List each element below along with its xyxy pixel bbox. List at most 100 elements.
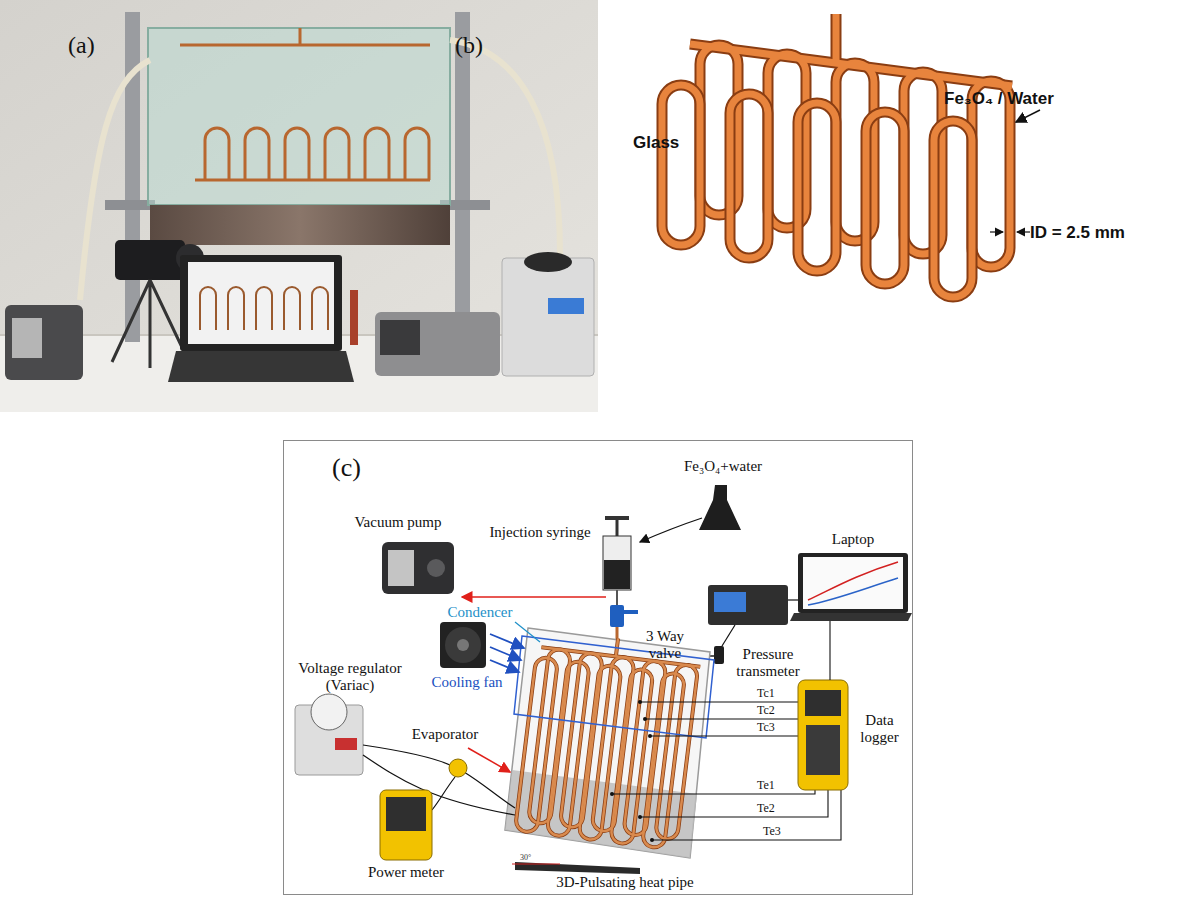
panel-label: (a) [68,32,95,59]
pump-face [388,550,414,586]
cooling-fan [440,622,486,668]
dimension-arrow [1017,231,1030,232]
dimension-label: ID = 2.5 mm [1030,223,1125,243]
signal-wire [829,621,830,680]
tube-outline [662,85,972,297]
syringe-fluid [604,560,630,589]
photo-laptop-screen [180,255,342,351]
pump-face [12,318,42,358]
photo-copper-tube [180,28,430,180]
leader-arrow [468,748,510,772]
meter-screen [386,797,426,831]
condenser-outline [514,636,714,738]
component-label: Fe₃O₄+water [668,458,778,475]
laptop-base [168,351,354,382]
component-label: Evaporator [405,726,485,743]
power-meter [380,790,432,860]
sensor-label: Tc2 [757,703,775,718]
variac-display [548,298,584,314]
component-label: Injection syringe [480,524,600,541]
current-clamp [449,759,467,777]
sensor-label: Te1 [757,778,775,793]
laptop-base [790,613,912,621]
pressure-display [708,585,788,625]
syringe-barrel [603,536,631,590]
sensor-point [648,734,652,738]
stand-post [455,12,470,342]
display-screen [714,592,746,612]
variac-knob [524,252,572,272]
screen-curve [808,562,898,600]
figure-caption-label: 3D-Pulsating heat pipe [535,874,715,891]
sensor-label: Te2 [757,801,775,816]
syringe-needle [616,590,618,606]
dimension-arrow [990,231,1003,232]
stand-post [125,12,140,342]
syringe-cap [605,516,629,520]
signal-wire [788,599,798,600]
sensor-point [610,792,614,796]
sensor-label: Tc3 [757,720,775,735]
photo-video-camera [375,312,500,376]
three-way-valve [610,605,624,627]
syringe-plunger [616,520,619,536]
component-label: Vacuum pump [343,514,453,531]
screen-loops [200,287,328,330]
component-label: Condencer [440,604,520,621]
pressure-transmitter [714,646,724,664]
fan-blades [445,627,481,663]
tube-body [690,14,1012,267]
leader-arrow [1016,110,1040,122]
fill-line [616,627,619,640]
screen-curve [808,578,898,605]
variac-knob [311,694,347,730]
angle-label: 30° [520,853,531,862]
clamp-wire [432,777,455,810]
component-label: 3 Way valve [640,628,690,662]
logger-keypad [806,725,840,775]
vacuum-line [462,596,606,598]
laptop-display [803,557,903,609]
leader-line [515,622,540,642]
sensor-point [650,838,654,842]
component-label: Power meter [351,864,461,881]
variac-display [335,738,357,750]
evaporator-block [150,205,450,245]
component-label: Data logger [852,712,907,746]
component-label: Laptop [818,531,888,548]
photo-variac [502,258,594,376]
panel-label: (b) [455,32,483,59]
panel-label: (c) [332,453,361,483]
glass-tank [148,28,450,205]
pour-arrow [640,518,702,542]
air-flow-arrow [490,660,519,672]
photo-copper-loops [205,128,429,180]
air-flow-arrow [490,647,521,660]
photo-camera [115,240,185,280]
data-logger [798,680,848,790]
photo-rod [350,290,358,345]
sensor-point [638,815,642,819]
component-label: Cooling fan [422,674,512,691]
signal-wire [722,625,735,646]
angle-mark [512,864,560,865]
video-camera-side [380,320,420,355]
sensor-label: Te3 [763,824,781,839]
valve-handle [624,610,638,614]
photo-vacuum-pump [5,305,83,380]
sensor-point [643,717,647,721]
laptop-display [188,262,334,344]
component-label: Voltage regulator (Variac) [285,660,415,694]
heat-pipe-panel [505,628,710,858]
photo-background [0,0,598,412]
flask [699,485,741,530]
thermocouple-wire [612,790,841,840]
pump-motor [427,559,445,577]
laptop-screen [798,553,908,613]
vacuum-pump [382,542,454,594]
thermocouple-wire [640,702,798,736]
air-flow-arrow [490,634,524,648]
sensor-point [638,700,642,704]
